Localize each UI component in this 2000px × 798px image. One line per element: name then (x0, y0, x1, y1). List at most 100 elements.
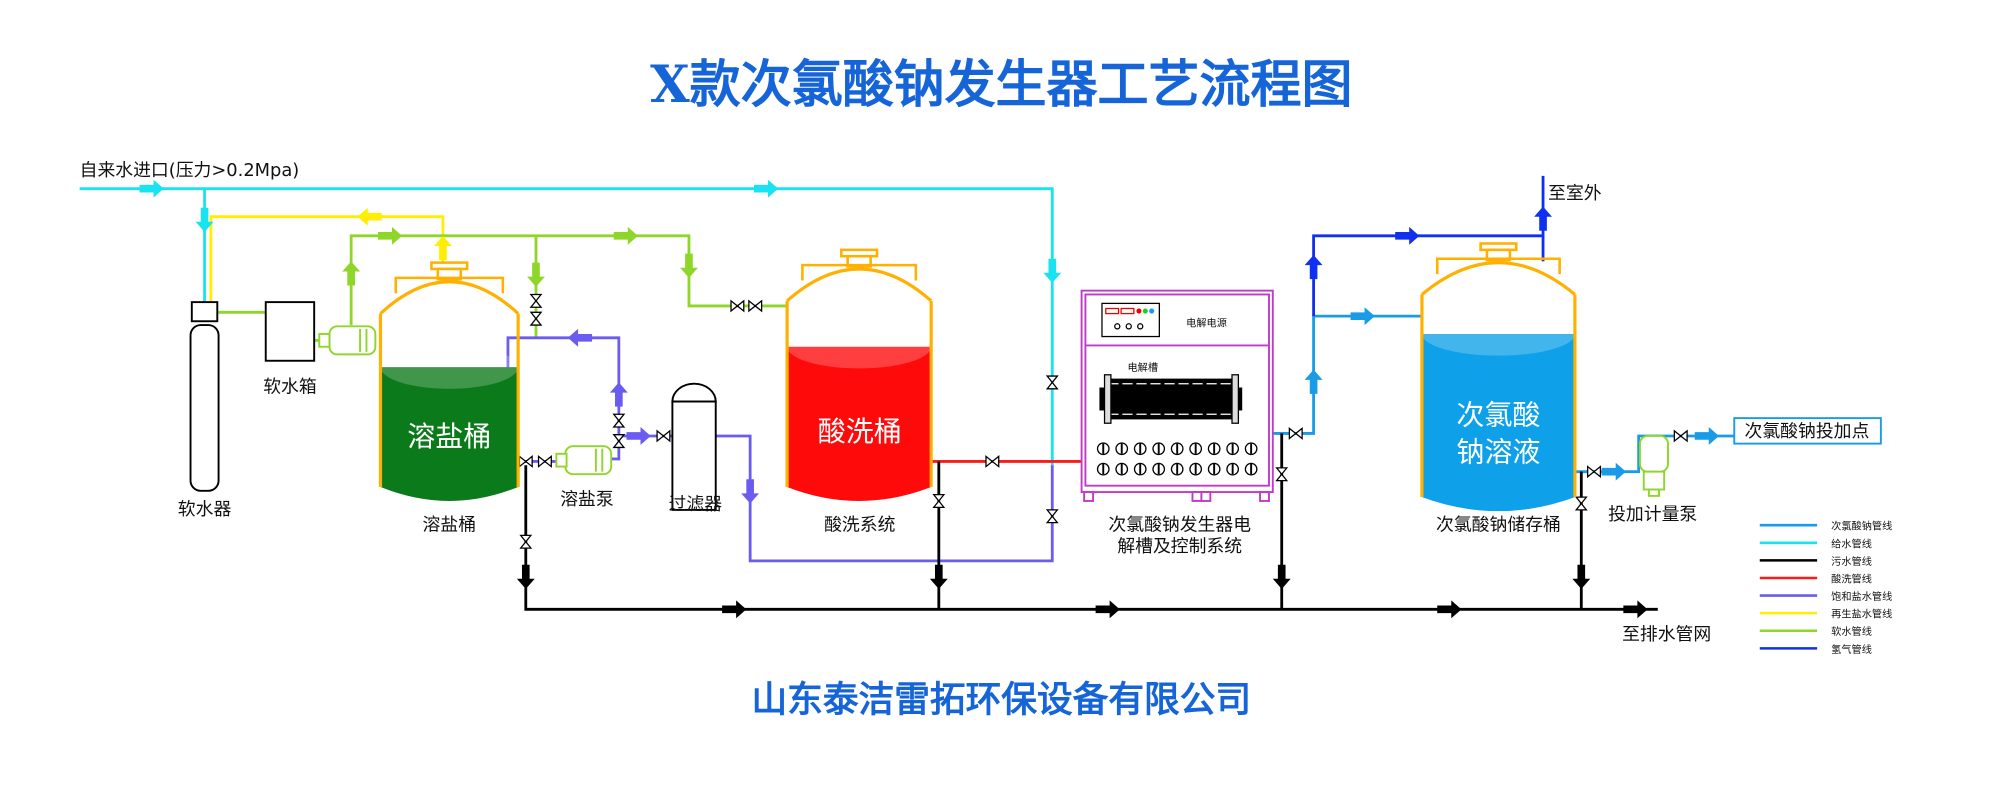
flow-arrow-icon (567, 328, 593, 347)
filter-label: 过滤器 (669, 494, 723, 515)
flow-arrow-icon (680, 253, 698, 278)
flow-arrow-icon (1572, 564, 1591, 589)
legend-label: 再生盐水管线 (1831, 608, 1892, 621)
flow-arrow-icon (1437, 600, 1462, 619)
legend-item: 污水管线 (1759, 555, 1872, 568)
flow-arrow-icon (929, 564, 948, 589)
brine-pipe-1 (506, 336, 621, 461)
flow-arrow-icon (1304, 254, 1323, 280)
flow-arrow-icon (527, 262, 545, 287)
valve-icon[interactable] (1288, 426, 1303, 440)
power-supply-label: 电解电源 (1186, 316, 1227, 329)
flow-arrow-icon (342, 261, 361, 286)
dosing-pump[interactable] (1638, 435, 1669, 497)
salt-tank-inner-label: 溶盐桶 (407, 420, 491, 453)
softener-label: 软水器 (178, 499, 232, 520)
valve-icon[interactable] (1275, 467, 1289, 482)
cell-label: 电解槽 (1127, 361, 1158, 374)
valve-icon[interactable] (656, 429, 671, 443)
generator-label-line2: 解槽及控制系统 (1117, 536, 1242, 557)
legend-label: 酸洗管线 (1831, 572, 1872, 585)
drain-label: 至排水管网 (1622, 624, 1711, 645)
salt-pump[interactable] (555, 445, 613, 476)
storage-tank-label: 次氯酸钠储存桶 (1436, 514, 1561, 535)
valve-icon[interactable] (529, 311, 543, 326)
flow-arrow-icon (741, 479, 760, 504)
diagram-title: X款次氯酸钠发生器工艺流程图 (650, 55, 1352, 115)
generator-label-line1: 次氯酸钠发生器电 (1108, 514, 1251, 535)
valve-icon[interactable] (612, 413, 626, 428)
valve-icon[interactable] (730, 299, 745, 313)
inlet-label: 自来水进口(压力>0.2Mpa) (80, 160, 300, 181)
valve-icon[interactable] (518, 455, 533, 468)
legend-item: 酸洗管线 (1759, 572, 1872, 585)
soft-water-tank[interactable] (264, 301, 316, 362)
legend-item: 给水管线 (1759, 537, 1872, 550)
acid-system-label: 酸洗系统 (824, 514, 895, 535)
flow-arrow-icon (434, 235, 452, 261)
valve-icon[interactable] (748, 299, 763, 313)
salt-pump-label: 溶盐泵 (560, 489, 614, 510)
legend-item: 饱和盐水管线 (1759, 590, 1892, 603)
valve-icon[interactable] (519, 534, 533, 549)
legend-label: 给水管线 (1831, 537, 1872, 550)
flow-arrow-icon (626, 427, 651, 445)
feed-water-pipe (79, 187, 1054, 466)
valve-icon[interactable] (1574, 496, 1588, 511)
softener[interactable] (189, 301, 220, 492)
electrolytic-cell[interactable] (1099, 374, 1243, 424)
valve-icon[interactable] (985, 455, 1000, 468)
salt-tank[interactable] (378, 261, 520, 501)
valve-icon[interactable] (537, 455, 552, 468)
flow-arrow-icon (1395, 226, 1420, 245)
dosing-pump-label: 投加计量泵 (1608, 504, 1697, 525)
flow-arrow-icon (357, 207, 382, 226)
valve-icon[interactable] (612, 434, 626, 449)
soft-water-pump[interactable] (318, 325, 377, 356)
legend-item: 氢气管线 (1759, 643, 1872, 656)
cell-terminals (1096, 442, 1258, 476)
power-supply-panel[interactable] (1101, 302, 1160, 338)
flow-arrows (139, 179, 1719, 619)
outdoor-label: 至室外 (1548, 183, 1602, 204)
flow-arrow-icon (377, 226, 403, 245)
valve-icon[interactable] (1587, 465, 1602, 479)
valves (518, 293, 1688, 549)
valve-icon[interactable] (1045, 375, 1059, 390)
flow-arrow-icon (722, 600, 747, 619)
legend-label: 次氯酸钠管线 (1831, 520, 1892, 533)
flow-arrow-icon (195, 207, 214, 233)
legend-item: 次氯酸钠管线 (1759, 520, 1892, 533)
flow-arrow-icon (1694, 427, 1719, 445)
flow-arrow-icon (139, 179, 164, 198)
flow-arrow-icon (613, 226, 638, 245)
legend-label: 饱和盐水管线 (1831, 590, 1892, 603)
flow-arrow-icon (753, 179, 779, 198)
regen-brine-pipe (209, 215, 445, 304)
valve-icon[interactable] (1673, 429, 1688, 443)
legend-label: 氢气管线 (1831, 643, 1872, 656)
filter[interactable] (671, 382, 717, 511)
flow-arrow-icon (1350, 307, 1375, 326)
flow-arrow-icon (1095, 600, 1120, 619)
valve-icon[interactable] (529, 293, 543, 308)
legend-label: 软水管线 (1831, 625, 1872, 638)
flow-arrow-icon (609, 382, 628, 407)
valve-icon[interactable] (932, 493, 946, 508)
brine-pipe-4 (714, 434, 1054, 563)
dosing-point-label: 次氯酸钠投加点 (1745, 421, 1870, 442)
legend-label: 污水管线 (1831, 555, 1872, 568)
dosing-point-box (1733, 417, 1882, 445)
storage-inner-line2: 钠溶液 (1456, 435, 1540, 468)
storage-tank[interactable] (1420, 242, 1577, 512)
valve-icon[interactable] (1045, 509, 1059, 524)
acid-tank[interactable] (785, 248, 933, 501)
salt-tank-label: 溶盐桶 (423, 514, 477, 535)
flow-arrow-icon (1043, 258, 1062, 283)
soft-water-tank-label: 软水箱 (263, 377, 317, 398)
flow-arrow-icon (1601, 462, 1626, 481)
flow-arrow-icon (516, 564, 535, 589)
